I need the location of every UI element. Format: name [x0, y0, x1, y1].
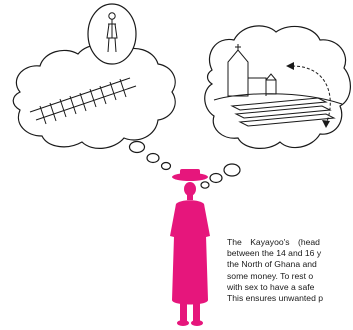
caption-line: between the 14 and 16 y [227, 248, 322, 259]
caption-line: the North of Ghana and [227, 259, 317, 270]
railway-track-icon [29, 77, 137, 125]
caption-line: some money. To rest o [227, 270, 314, 281]
girl-figure-icon [106, 12, 118, 53]
kayayoo-porter-figure [170, 169, 210, 326]
caption-line: with sex to have a safe [227, 281, 315, 292]
thought-bubbles-right [200, 163, 241, 189]
dashed-return-arrow-icon [286, 62, 331, 128]
left-thought-cloud [12, 3, 176, 149]
church-icon [227, 44, 277, 97]
right-thought-cloud [204, 25, 351, 149]
caption-text: The Kayayoo's (head between the 14 and 1… [227, 237, 353, 304]
caption-line: This ensures unwanted p [227, 293, 324, 304]
thought-bubbles-left [128, 140, 172, 171]
caption-line: The Kayayoo's (head [227, 237, 320, 247]
